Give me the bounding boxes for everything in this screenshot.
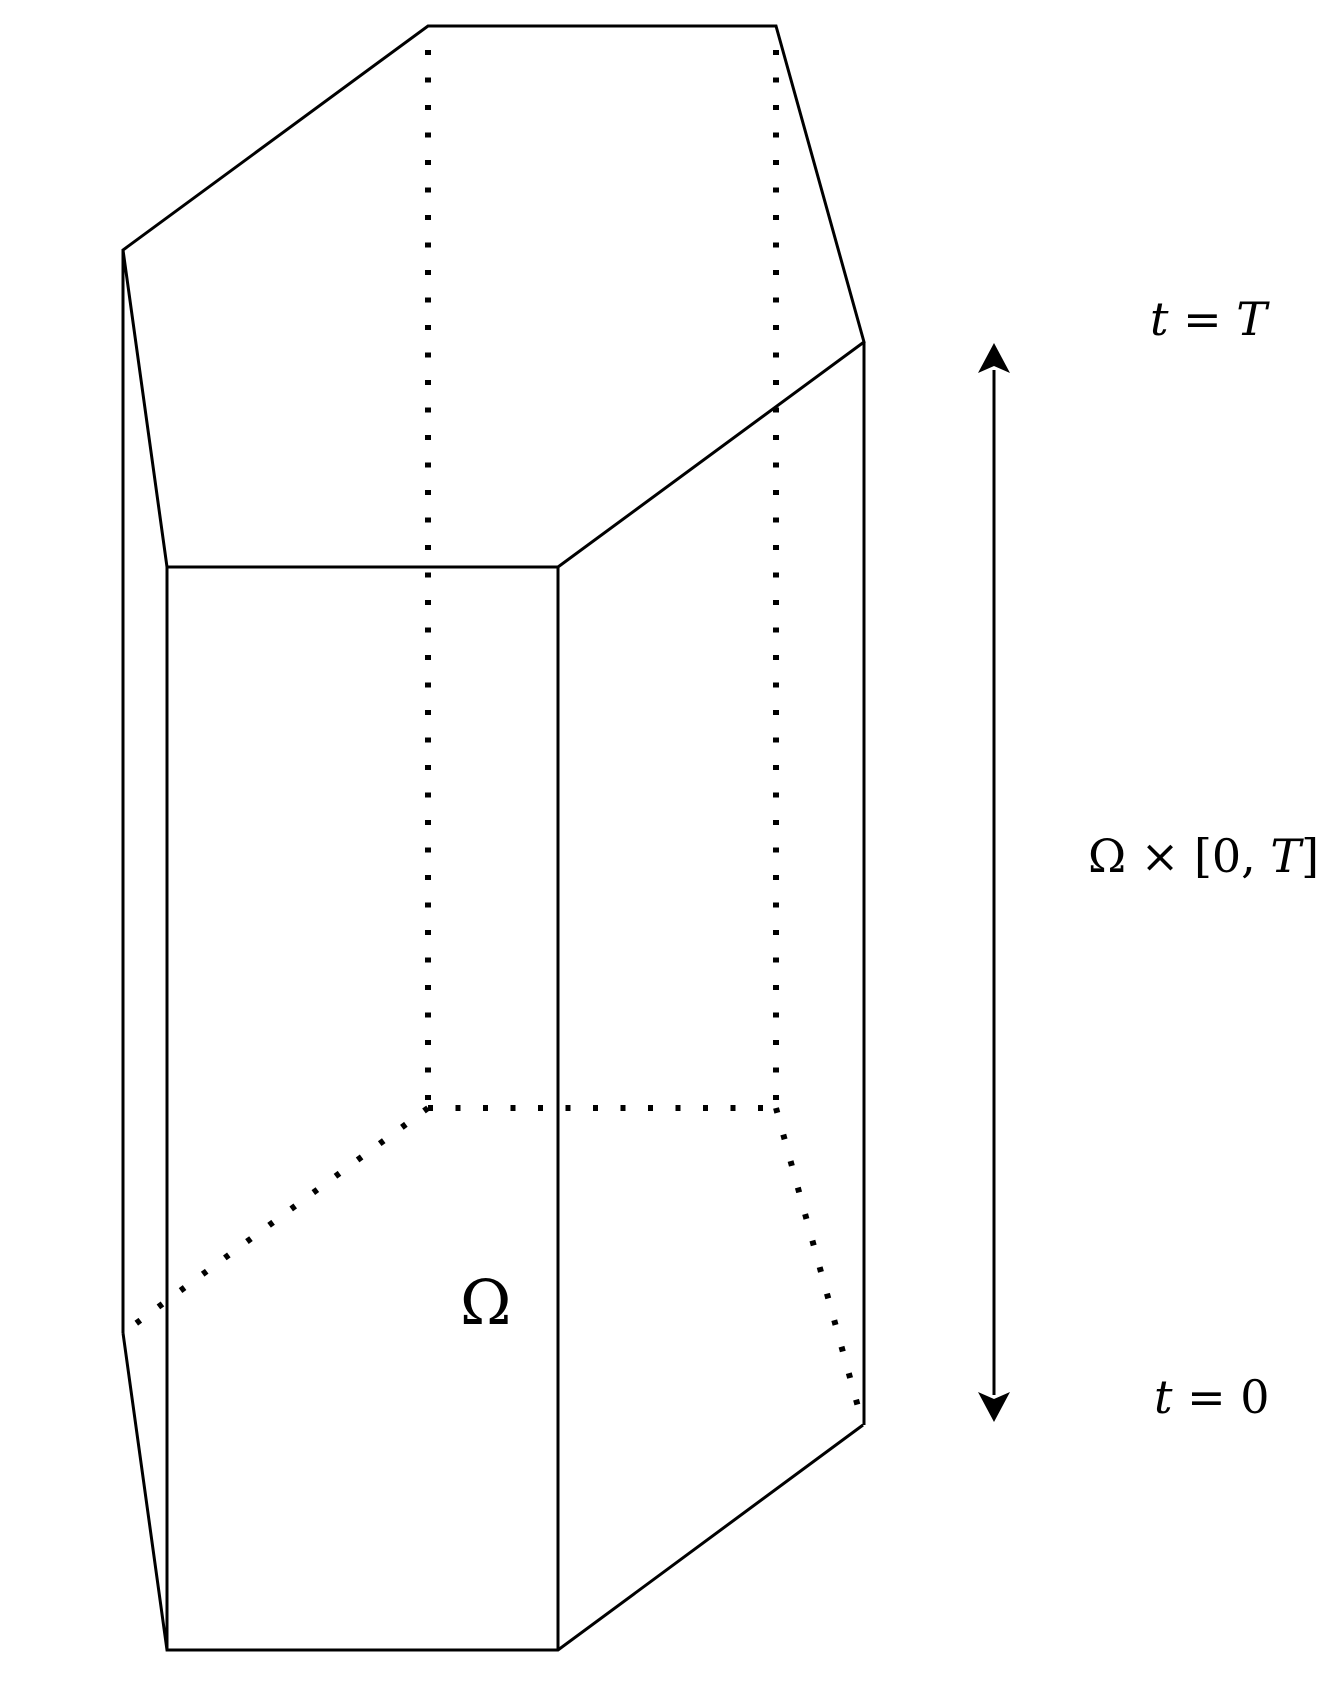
label-t-equals-T: t = T — [1150, 296, 1267, 342]
label-T-value: T — [1236, 292, 1267, 346]
label-t-var: t — [1154, 1370, 1173, 1424]
arrow-down-icon — [978, 1392, 1010, 1422]
label-domain-omega: Ω — [460, 1266, 512, 1339]
hidden-bottom-left — [121, 1105, 430, 1336]
label-equals: = — [1168, 292, 1237, 346]
label-omega: Ω — [1088, 829, 1127, 883]
label-interval-T: T — [1270, 829, 1302, 883]
label-t-var: t — [1150, 292, 1169, 346]
label-omega-times-interval: Ω × [0, T] — [1088, 833, 1319, 879]
label-interval-close: ] — [1301, 829, 1320, 883]
top-face — [121, 24, 866, 569]
label-times: × — [1126, 829, 1194, 883]
arrow-up-icon — [978, 343, 1010, 373]
label-zero-value: 0 — [1240, 1370, 1270, 1424]
label-equals: = — [1172, 1370, 1241, 1424]
label-interval-open: [0, — [1193, 829, 1271, 883]
bottom-visible-edges — [121, 1332, 864, 1652]
hidden-bottom-right — [773, 1107, 866, 1426]
label-t-equals-0: t = 0 — [1154, 1374, 1270, 1420]
time-arrow — [978, 343, 1010, 1422]
